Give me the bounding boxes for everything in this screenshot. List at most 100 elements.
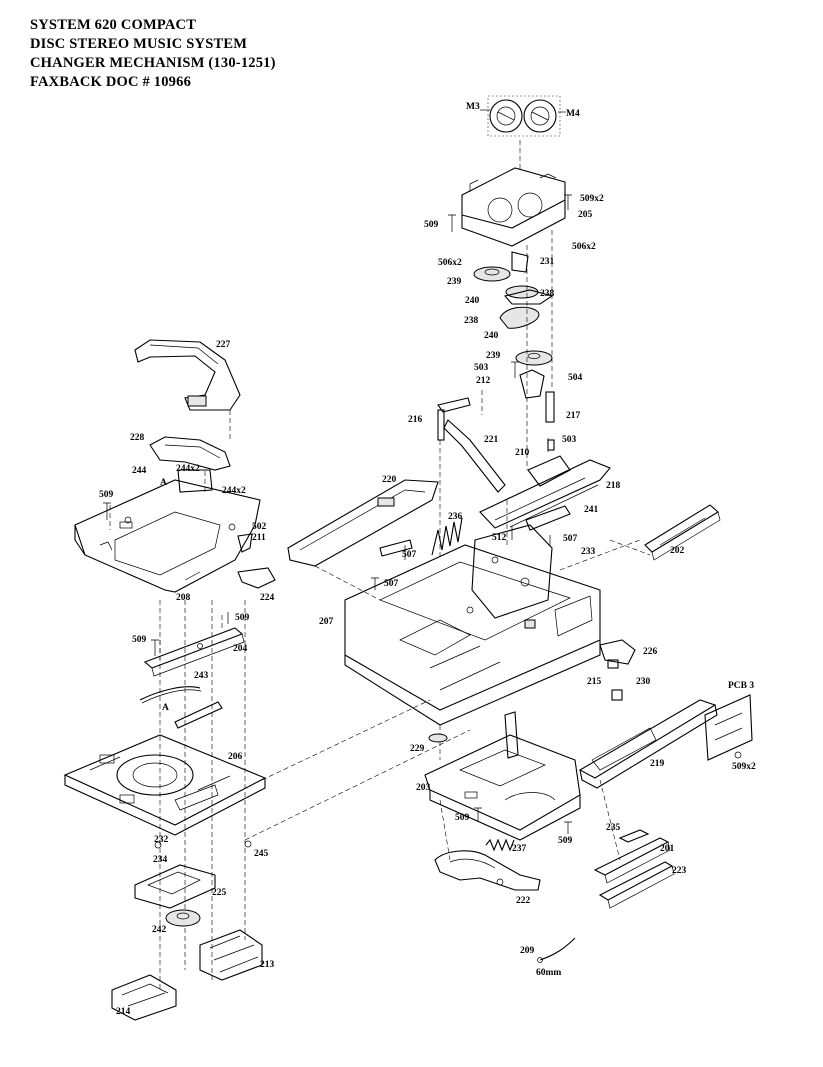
- label-509-bottom-right: 509: [558, 836, 573, 846]
- label-231: 231: [540, 257, 555, 267]
- label-504: 504: [568, 373, 583, 383]
- label-229: 229: [410, 744, 425, 754]
- gear-stack-upper: [473, 230, 555, 470]
- header-line-1: SYSTEM 620 COMPACT: [30, 17, 197, 33]
- motor-m3-m4: [480, 95, 566, 137]
- label-507-left: 507: [384, 579, 399, 589]
- spring-243: [139, 686, 202, 704]
- label-509x2-right: 509x2: [732, 762, 756, 772]
- label-509-left: 509: [99, 490, 114, 500]
- label-204: 204: [233, 644, 248, 654]
- side-rail-220: [287, 479, 439, 601]
- label-211: 211: [252, 533, 266, 543]
- label-213: 213: [260, 960, 275, 970]
- label-503-top: 503: [474, 363, 489, 373]
- label-509-lower-left: 509: [132, 635, 147, 645]
- header-line-3: CHANGER MECHANISM (130-1251): [30, 55, 276, 71]
- right-small-parts: [559, 539, 641, 701]
- label-236: 236: [448, 512, 463, 522]
- arm-228: [149, 436, 231, 493]
- label-m3: M3: [466, 102, 480, 112]
- label-209: 209: [520, 946, 535, 956]
- label-245: 245: [254, 849, 269, 859]
- label-228: 228: [130, 433, 145, 443]
- label-203: 203: [416, 783, 431, 793]
- label-224: 224: [260, 593, 275, 603]
- label-244x2-top: 244x2: [176, 464, 200, 474]
- label-242: 242: [152, 925, 167, 935]
- label-225: 225: [212, 888, 227, 898]
- label-238-bottom: 238: [464, 316, 479, 326]
- label-a-top: A: [160, 478, 167, 488]
- document-header: SYSTEM 620 COMPACT DISC STEREO MUSIC SYS…: [30, 16, 276, 92]
- screws: [103, 194, 572, 834]
- label-512: 512: [492, 533, 507, 543]
- label-503-mid: 503: [562, 435, 577, 445]
- label-234: 234: [153, 855, 168, 865]
- label-226: 226: [643, 647, 658, 657]
- label-509-bottom: 509: [455, 813, 470, 823]
- label-a-bottom: A: [162, 703, 169, 713]
- label-238-top: 238: [540, 289, 555, 299]
- lower-left-parts: [111, 840, 263, 1021]
- label-210: 210: [515, 448, 530, 458]
- slides-201-223: [593, 829, 675, 909]
- label-207: 207: [319, 617, 334, 627]
- label-201: 201: [660, 844, 675, 854]
- label-202: 202: [670, 546, 685, 556]
- spring-236: [431, 517, 463, 556]
- label-237: 237: [512, 844, 527, 854]
- label-506x2-left: 506x2: [438, 258, 462, 268]
- lever-227: [134, 339, 241, 440]
- label-244x2-right: 244x2: [222, 486, 246, 496]
- label-241: 241: [584, 505, 599, 515]
- rail-219-pcb3: [578, 694, 753, 789]
- label-507-mid: 507: [402, 550, 417, 560]
- disc-tray-206: [63, 701, 267, 836]
- cam-plate-222: [434, 850, 541, 891]
- label-218: 218: [606, 481, 621, 491]
- label-506x2-right: 506x2: [572, 242, 596, 252]
- slide-plate-218: [479, 455, 611, 531]
- label-m4: M4: [566, 109, 580, 119]
- slide-bar-204: [143, 615, 245, 677]
- main-chassis-207: [344, 500, 601, 760]
- label-240-top: 240: [465, 296, 480, 306]
- label-243: 243: [194, 671, 209, 681]
- label-221: 221: [484, 435, 499, 445]
- header-line-4: FAXBACK DOC # 10966: [30, 74, 192, 90]
- label-214: 214: [116, 1007, 131, 1017]
- label-230: 230: [636, 677, 651, 687]
- label-205: 205: [578, 210, 593, 220]
- label-208: 208: [176, 593, 191, 603]
- label-239-top: 239: [447, 277, 462, 287]
- label-227: 227: [216, 340, 231, 350]
- label-502: 502: [252, 522, 267, 532]
- header-line-2: DISC STEREO MUSIC SYSTEM: [30, 36, 248, 52]
- label-239-bottom: 239: [486, 351, 501, 361]
- label-216: 216: [408, 415, 423, 425]
- label-509-top: 509: [424, 220, 439, 230]
- label-244: 244: [132, 466, 147, 476]
- label-507-right: 507: [563, 534, 578, 544]
- label-219: 219: [650, 759, 665, 769]
- bottom-chassis-203: [424, 711, 581, 841]
- label-212: 212: [476, 376, 491, 386]
- motor-bracket-205: [461, 140, 566, 247]
- label-215: 215: [587, 677, 602, 687]
- label-235: 235: [606, 823, 621, 833]
- label-217: 217: [566, 411, 581, 421]
- part-229: [428, 733, 448, 743]
- label-60mm: 60mm: [536, 968, 561, 978]
- wire-209: [537, 937, 576, 963]
- brackets-216-221: [437, 390, 506, 560]
- label-223: 223: [672, 866, 687, 876]
- label-220: 220: [382, 475, 397, 485]
- label-509-mid-left: 509: [235, 613, 250, 623]
- label-206: 206: [228, 752, 243, 762]
- label-233: 233: [581, 547, 596, 557]
- label-509x2-top: 509x2: [580, 194, 604, 204]
- rail-202: [644, 504, 721, 561]
- label-240-bottom: 240: [484, 331, 499, 341]
